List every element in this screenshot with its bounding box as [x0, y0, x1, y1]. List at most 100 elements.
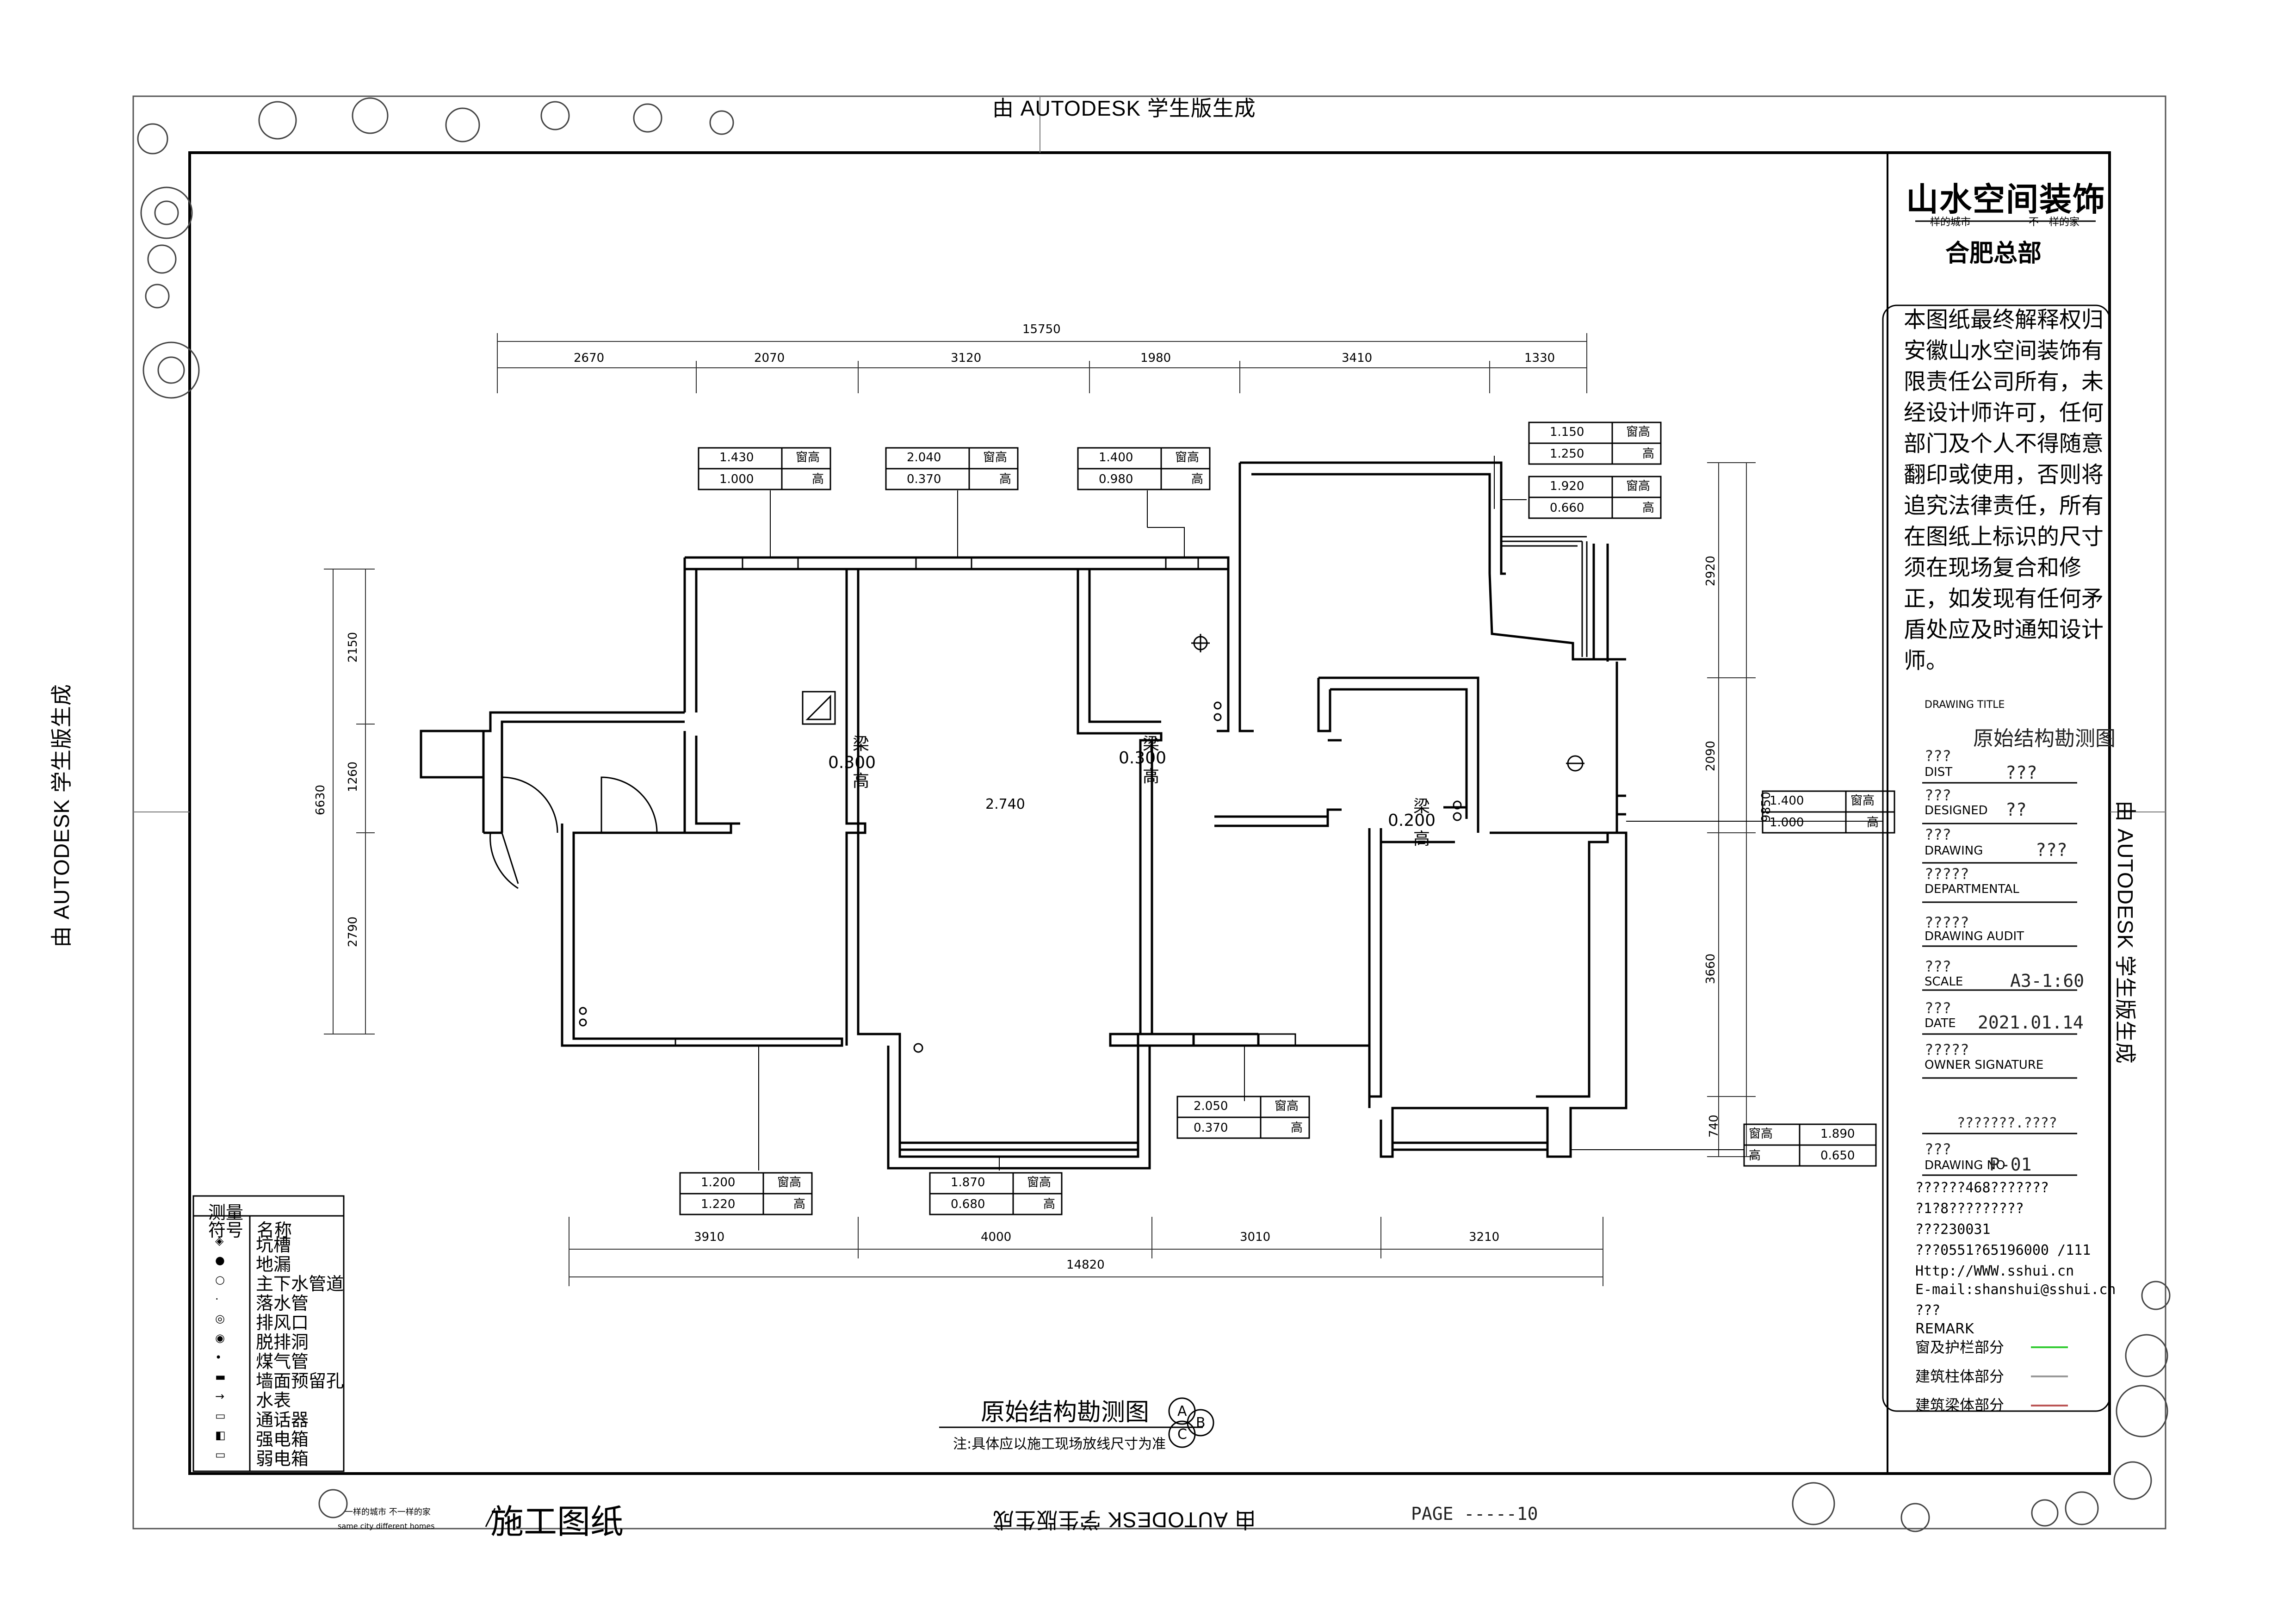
footer-note: 注:具体应以施工现场放线尺寸为准 [953, 1436, 1166, 1452]
floor-plan [420, 461, 1628, 1170]
legend-item-name: 煤气管 [256, 1351, 309, 1372]
dim-bottom-4: 3210 [1469, 1230, 1500, 1244]
beam-3-height-label: 高 [1413, 830, 1430, 849]
window-tag-1-label: 窗高 [796, 451, 820, 465]
window-tag-2-sill-label: 高 [999, 472, 1012, 486]
remark-swatches [2031, 1346, 2068, 1406]
scale-value: A3-1:60 [2010, 971, 2085, 991]
date-value: 2021.01.14 [1978, 1012, 2084, 1033]
dim-right-2: 2090 [1704, 740, 1718, 772]
copyright-notice: 本图纸最终解释权归安徽山水空间装饰有限责任公司所有，未经设计师许可，任何部门及个… [1904, 307, 2104, 674]
window-tag-9-sill-label: 高 [1043, 1197, 1056, 1211]
window-tag-7-label: 窗高 [1275, 1099, 1299, 1113]
owner-question: ????? [1925, 1041, 1969, 1059]
footer-circle-a: A [1177, 1403, 1187, 1419]
dim-left-1: 2150 [346, 632, 360, 663]
window-tag-5-height: 1.920 [1550, 479, 1584, 493]
legend-item-name: 墙面预留孔 [256, 1371, 344, 1391]
window-tag-8-label: 窗高 [777, 1176, 802, 1189]
dim-top-4: 1980 [1140, 351, 1171, 365]
dim-right-3: 3660 [1704, 953, 1718, 985]
window-tag-6-sill: 1.000 [1770, 816, 1804, 830]
drawing-question: ??? [1925, 826, 1951, 843]
window-tag-3-sill-label: 高 [1191, 472, 1204, 486]
dim-left-total: 6630 [314, 784, 328, 816]
beam-2-height: 0.300 [1119, 749, 1167, 768]
footer-title-lines [485, 1397, 1214, 1527]
drawing-label: DRAWING [1925, 844, 1983, 858]
phone: ???0551?65196000 /111 [1915, 1242, 2091, 1258]
window-tag-7-sill-label: 高 [1291, 1121, 1303, 1135]
legend-item-name: 脱排洞 [256, 1332, 309, 1352]
window-tag-3-height: 1.400 [1099, 451, 1133, 465]
legend-symbol-icon: ◈ [215, 1234, 224, 1247]
drawing-title-label: DRAWING TITLE [1925, 699, 2005, 711]
brand-small: 一样的城市 不一样的家 [345, 1507, 431, 1517]
designed-question: ??? [1925, 787, 1951, 804]
window-tag-6-sill-label: 高 [1867, 816, 1879, 830]
dist-value: ??? [2005, 762, 2037, 783]
window-tag-9-height: 1.870 [951, 1176, 985, 1189]
drawing-value: ??? [2036, 840, 2067, 860]
window-tag-9-label: 窗高 [1027, 1176, 1052, 1189]
drawing-title-value: 原始结构勘测图 [1973, 727, 2116, 750]
designed-label: DESIGNED [1925, 804, 1988, 818]
window-tag-1-sill: 1.000 [719, 472, 754, 486]
beam-2-height-label: 高 [1143, 767, 1160, 786]
dist-label: DIST [1925, 765, 1953, 779]
dim-left-3: 2790 [346, 916, 360, 948]
window-tag-5-label: 窗高 [1626, 479, 1651, 493]
footer-drawing-title: 原始结构勘测图 [981, 1399, 1150, 1426]
dim-left-2: 1260 [346, 761, 360, 793]
legend-symbol-icon: ○ [215, 1273, 225, 1286]
window-tag-4-label: 窗高 [1626, 425, 1651, 439]
window-tag-2-sill: 0.370 [907, 472, 941, 486]
dimension-lines [324, 333, 1756, 1286]
window-tag-10-label: 窗高 [1749, 1127, 1773, 1141]
window-tag-2-height: 2.040 [907, 451, 941, 465]
watermark-right: 由 AUTODESK 学生版生成 [2113, 800, 2137, 1064]
window-tag-8-height: 1.200 [701, 1176, 736, 1189]
window-tag-10-height: 1.890 [1820, 1127, 1855, 1141]
dim-top-5: 3410 [1342, 351, 1373, 365]
legend-item-name: 通话器 [256, 1410, 309, 1430]
window-tag-8-sill-label: 高 [793, 1197, 806, 1211]
window-tag-9-sill: 0.680 [951, 1197, 985, 1211]
address-line-1: ??????468??????? [1915, 1180, 2049, 1196]
drawing-no-question: ??? [1925, 1140, 1951, 1158]
dim-bottom-2: 4000 [981, 1230, 1012, 1244]
website: Http://WWW.sshui.cn [1915, 1263, 2074, 1279]
beam-1-label: 梁 [853, 735, 870, 754]
dim-bottom-3: 3010 [1240, 1230, 1271, 1244]
designed-value: ?? [2005, 799, 2027, 820]
company-logo: 山水空间装饰 [1906, 180, 2106, 218]
footer-circle-c: C [1177, 1426, 1187, 1443]
dist-question: ??? [1925, 747, 1951, 765]
window-tag-7-sill: 0.370 [1194, 1121, 1228, 1135]
dim-top-1: 2670 [574, 351, 605, 365]
date-question: ??? [1925, 999, 1951, 1017]
window-tag-3-label: 窗高 [1175, 451, 1200, 465]
window-tag-4-sill-label: 高 [1642, 447, 1655, 461]
window-tag-6-height: 1.400 [1770, 794, 1804, 808]
slogan-left: 一样的城市 [1920, 217, 1971, 228]
date-label: DATE [1925, 1016, 1956, 1030]
watermark-top: 由 AUTODESK 学生版生成 [992, 96, 1256, 120]
window-tag-4-height: 1.150 [1550, 425, 1584, 439]
legend-symbol-icon: ▭ [215, 1448, 226, 1461]
window-tag-10-sill-label: 高 [1749, 1149, 1761, 1163]
scale-question: ??? [1925, 958, 1951, 975]
legend-item-name: 落水管 [256, 1293, 309, 1313]
scale-label: SCALE [1925, 975, 1963, 989]
legend-item-name: 弱电箱 [256, 1449, 309, 1469]
legend-item-name: 主下水管道 [256, 1274, 344, 1294]
page-number: PAGE -----10 [1411, 1504, 1538, 1524]
legend-symbol-icon: ◉ [215, 1332, 225, 1344]
window-tag-5-sill: 0.660 [1550, 501, 1584, 515]
dim-top-total: 15750 [1022, 322, 1061, 336]
brand-small-en: same city different homes [338, 1522, 435, 1530]
beam-3-label: 梁 [1413, 797, 1430, 816]
window-tag-2-label: 窗高 [983, 451, 1008, 465]
legend-symbol-icon: ▭ [215, 1409, 226, 1422]
